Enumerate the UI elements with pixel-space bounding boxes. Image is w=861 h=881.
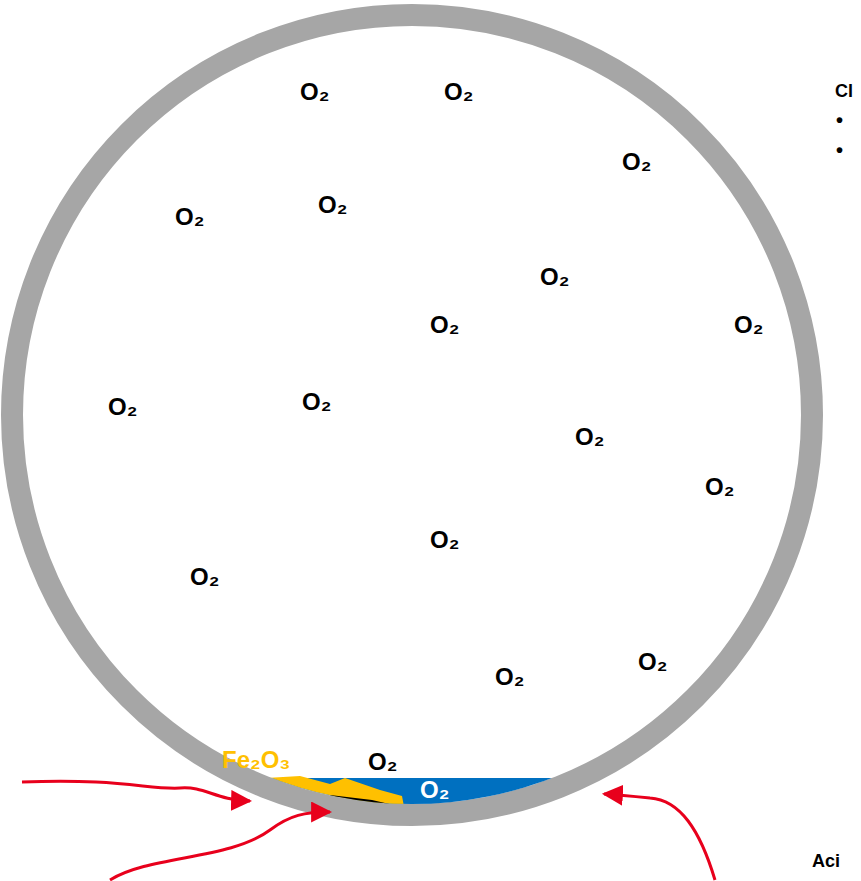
chemical-label: O₂ bbox=[175, 205, 204, 229]
red-arrow bbox=[604, 794, 715, 880]
water-pool bbox=[0, 778, 861, 881]
pipe-wall bbox=[12, 15, 812, 815]
chemical-label: O₂ bbox=[430, 313, 459, 337]
chemical-label: O₂ bbox=[190, 565, 219, 589]
chemical-label: O₂ bbox=[430, 528, 459, 552]
red-arrow bbox=[110, 812, 330, 880]
chemical-label: O₂ bbox=[495, 665, 524, 689]
chemical-label: O₂ bbox=[622, 150, 651, 174]
chemical-label: Fe₂O₃ bbox=[222, 748, 290, 772]
red-arrow bbox=[22, 781, 250, 801]
bullet: • bbox=[836, 140, 843, 160]
chemical-label: O₂ bbox=[318, 193, 347, 217]
chemical-label: O₂ bbox=[444, 80, 473, 104]
chemical-label: O₂ bbox=[540, 265, 569, 289]
chemical-label: O₂ bbox=[575, 425, 604, 449]
chemical-label: O₂ bbox=[420, 778, 449, 802]
chemical-label: O₂ bbox=[302, 390, 331, 414]
black-deposit bbox=[330, 795, 402, 830]
chemical-label: O₂ bbox=[638, 650, 667, 674]
chemical-label: Aci bbox=[812, 852, 840, 870]
rust-deposit bbox=[266, 776, 405, 818]
chemical-label: O₂ bbox=[705, 475, 734, 499]
chemical-label: O₂ bbox=[734, 313, 763, 337]
bullet: • bbox=[836, 110, 843, 130]
chemical-label: O₂ bbox=[108, 395, 137, 419]
chemical-label: Cl bbox=[835, 82, 853, 100]
chemical-label: O₂ bbox=[300, 80, 329, 104]
chemical-label: O₂ bbox=[368, 750, 397, 774]
